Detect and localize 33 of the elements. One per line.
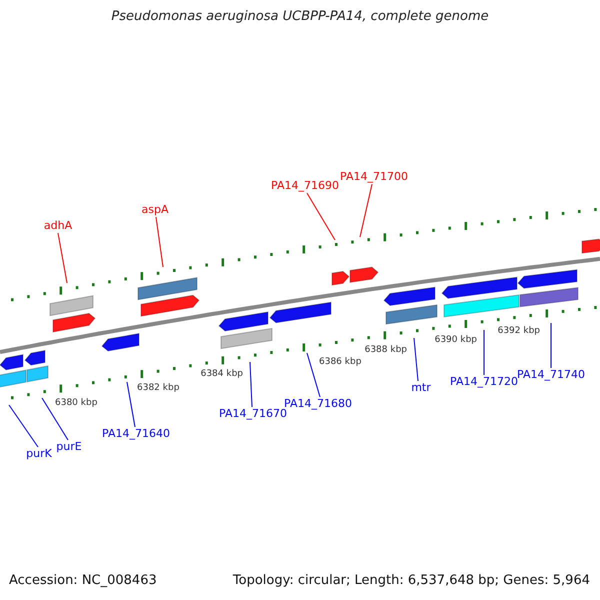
leader-line: [8, 404, 38, 448]
leader-line: [550, 322, 552, 368]
gene-label: PA14_71720: [450, 376, 518, 388]
genome-stats-text: Topology: circular; Length: 6,537,648 bp; Genes: 5,964: [232, 574, 590, 588]
gene-label: aspA: [142, 204, 168, 216]
leader-line: [58, 232, 68, 284]
scale-label: 6390 kbp: [434, 336, 478, 346]
scale-label: 6380 kbp: [54, 399, 98, 409]
gene-label: PA14_71680: [284, 398, 352, 410]
gene-label: PA14_71700: [340, 171, 408, 184]
gene-label: mtr: [411, 382, 431, 394]
gene-label: PA14_71640: [102, 428, 170, 440]
scale-label: 6384 kbp: [200, 370, 244, 380]
gene-label: purE: [56, 441, 82, 454]
gene-label: PA14_71690: [271, 180, 339, 192]
title: Pseudomonas aeruginosa UCBPP-PA14, complete genome: [111, 10, 489, 24]
leader-line: [306, 352, 320, 398]
scale-label: 6392 kbp: [496, 327, 541, 337]
leader-line: [250, 362, 252, 408]
gene-label: PA14_71740: [517, 369, 585, 382]
leader-line: [306, 192, 336, 240]
gene-label: purK: [26, 448, 52, 460]
scale-label: 6388 kbp: [364, 346, 408, 356]
leader-line: [414, 338, 418, 382]
leader-line: [360, 184, 372, 238]
scale-label: 6386 kbp: [318, 358, 362, 368]
leader-line: [42, 398, 68, 440]
scale-label: 6382 kbp: [136, 384, 180, 394]
leader-line: [126, 382, 136, 428]
leader-line: [156, 216, 164, 268]
accession-text: Accession: NC_008463: [9, 574, 157, 588]
gene-label: adhA: [44, 220, 72, 232]
gene-label: PA14_71670: [219, 408, 287, 420]
